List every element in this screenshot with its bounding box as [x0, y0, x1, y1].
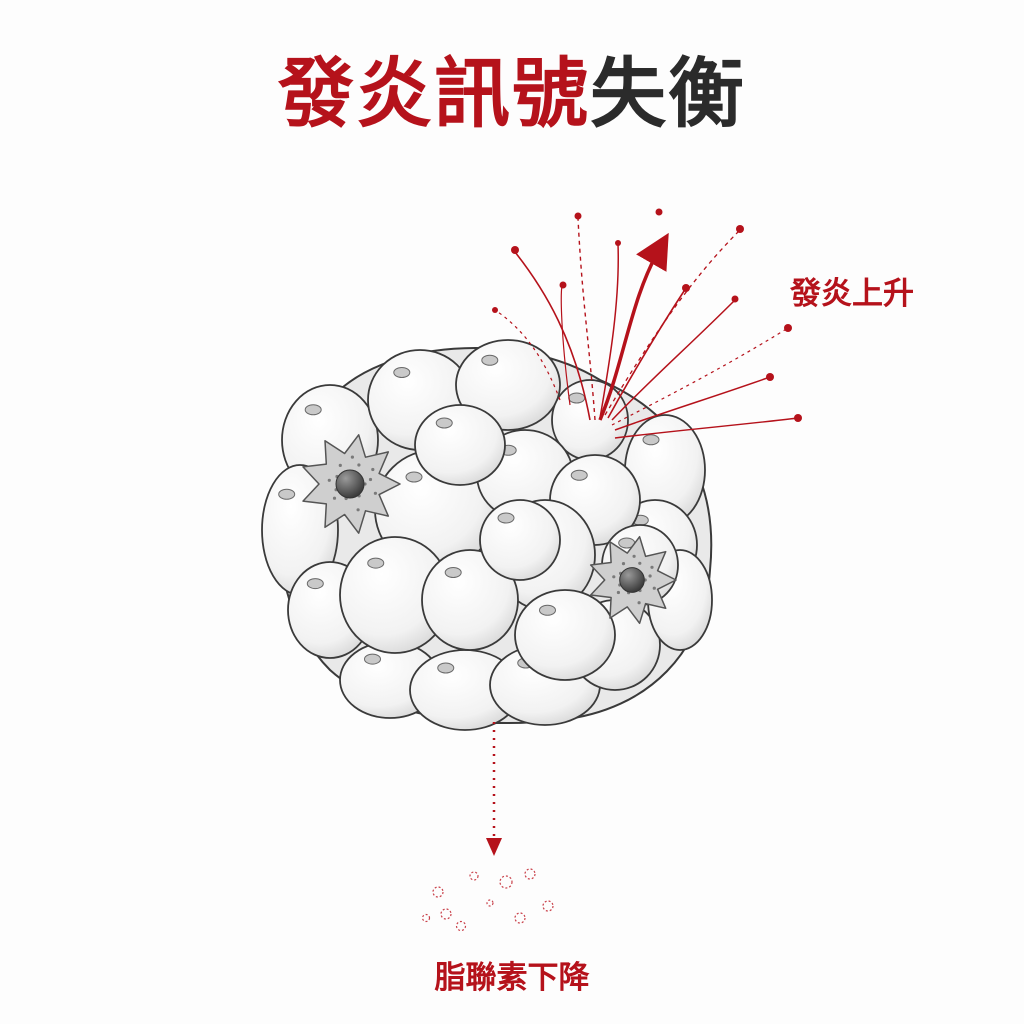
cell-nucleus — [393, 367, 411, 378]
cell-nucleus — [405, 471, 423, 483]
cell-nucleus — [444, 567, 462, 578]
cell-nucleus — [568, 392, 586, 404]
fat-cell-cluster-icon — [261, 339, 713, 731]
macrophage-icon — [302, 434, 401, 534]
fat-cell — [479, 499, 561, 581]
fat-cell — [414, 404, 506, 486]
cell-nucleus — [539, 604, 556, 616]
fat-cell — [455, 339, 561, 431]
inflammation-signals — [494, 217, 799, 439]
cell-nucleus — [364, 653, 381, 665]
cell-nucleus — [306, 578, 324, 590]
title-dark-part: 失衡 — [590, 49, 746, 138]
arrow-up-icon — [598, 232, 669, 421]
cell-nucleus — [497, 512, 515, 524]
cell-nucleus — [437, 662, 455, 674]
cell-nucleus — [481, 354, 499, 366]
cell-nucleus — [278, 488, 296, 500]
cell-nucleus — [435, 417, 453, 429]
signal-dots — [492, 208, 802, 422]
cell-nucleus — [570, 469, 588, 481]
cell-nucleus — [304, 404, 322, 416]
arrow-down-icon — [486, 722, 502, 856]
inflammation-up-label: 發炎上升 — [790, 276, 914, 312]
page-title: 發炎訊號失衡 — [0, 48, 1024, 139]
adiponectin-down-label: 脂聯素下降 — [434, 960, 590, 996]
cell-nucleus — [367, 557, 385, 569]
adiponectin-particles — [421, 868, 554, 932]
cell-nucleus — [642, 434, 660, 446]
macrophage-icon — [589, 535, 677, 625]
title-red-part: 發炎訊號 — [278, 49, 590, 138]
fat-cell — [514, 589, 616, 681]
